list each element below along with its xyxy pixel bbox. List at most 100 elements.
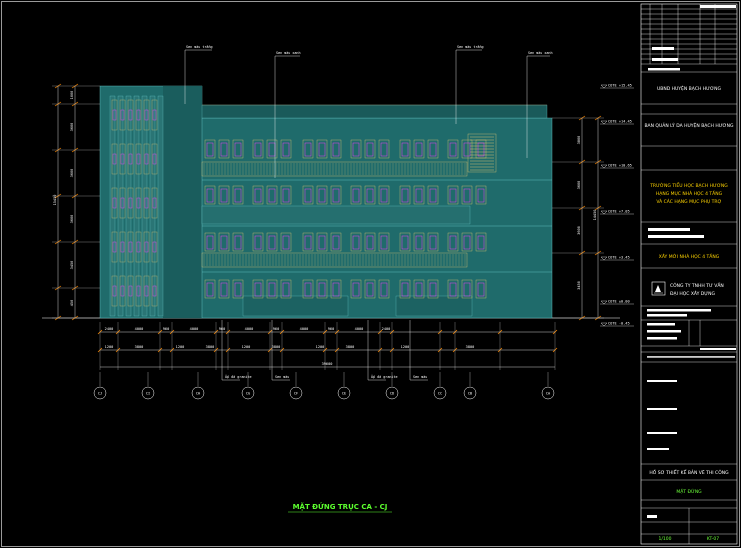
window-pane: [304, 188, 312, 203]
stair-window: [151, 99, 158, 131]
dim-top-value: 960: [328, 327, 335, 331]
callout-4: Sơn màu xanh: [528, 51, 553, 55]
stair-window-pane: [152, 241, 157, 253]
material-notes: [221, 320, 428, 381]
right-dim-value: 3600: [577, 226, 581, 235]
stair-window-pane: [112, 241, 117, 253]
window-frame: [461, 279, 473, 299]
entrance-canopy: [242, 295, 349, 317]
stair-window-pane: [136, 197, 141, 209]
fin: [149, 95, 156, 317]
dim-top-value: 2400: [105, 327, 114, 331]
callout-1: Sơn màu trắng: [186, 45, 213, 49]
window-pane: [206, 188, 214, 203]
window-pane: [429, 188, 437, 203]
axis-label: CG: [246, 392, 250, 396]
dim-top-value: 960: [273, 327, 280, 331]
window-frame: [475, 232, 487, 252]
window-pane: [268, 235, 276, 250]
window-frame: [447, 232, 459, 252]
tb-management-board: BAN QUẢN LÝ DA HUYỆN BẠCH HƯƠNG: [644, 121, 734, 129]
window-frame: [316, 139, 328, 159]
tb-project-line-2: HẠNG MỤC NHÀ HỌC 4 TẦNG: [656, 189, 723, 197]
window-frame: [330, 139, 342, 159]
stair-window: [151, 143, 158, 175]
window-pane: [463, 235, 471, 250]
window-frame: [330, 185, 342, 205]
window-pane: [477, 142, 485, 157]
window-frame: [447, 185, 459, 205]
window-pane: [380, 282, 388, 297]
window-frame: [378, 185, 390, 205]
window-frame: [461, 185, 473, 205]
window-frame: [330, 232, 342, 252]
window-frame: [364, 232, 376, 252]
stair-window-pane: [120, 241, 125, 253]
window-frame: [364, 279, 376, 299]
stair-window-pane: [128, 241, 133, 253]
window-frame: [461, 139, 473, 159]
level-label: COTE +7.05: [608, 210, 630, 214]
window-pane: [220, 282, 228, 297]
window-pane: [234, 282, 242, 297]
tb-consultant-line-1: CÔNG TY TNHH TƯ VẤN: [670, 281, 724, 289]
entrance-canopy-2: [395, 295, 473, 317]
tb-project-line-1: TRƯỜNG TIỂU HỌC BẠCH HƯƠNG: [649, 181, 728, 189]
stair-window-pane: [144, 197, 149, 209]
stair-window: [135, 275, 142, 307]
dimension-total: 39600: [322, 362, 333, 366]
window-frame: [218, 232, 230, 252]
window-pane: [449, 188, 457, 203]
window-pane: [332, 282, 340, 297]
window-pane: [234, 142, 242, 157]
axis-bubble: [385, 386, 399, 400]
left-dim-value: 3600: [70, 169, 74, 178]
stair-window-pane: [144, 109, 149, 121]
stair-window: [135, 99, 142, 131]
dim-top-value: 4000: [190, 327, 199, 331]
revision-grid: [641, 4, 737, 65]
window-frame: [330, 279, 342, 299]
stair-window: [119, 231, 126, 263]
fin: [133, 95, 140, 317]
tb-sheet-title: MẶT ĐỨNG: [676, 488, 702, 495]
stair-window: [135, 187, 142, 219]
axis-label: CF: [294, 392, 298, 396]
elevation-drawing: [42, 85, 620, 319]
roof-band: [201, 104, 548, 119]
window-frame: [427, 232, 439, 252]
window-frame: [475, 185, 487, 205]
stair-window: [143, 99, 150, 131]
window-pane: [332, 142, 340, 157]
window-pane: [304, 235, 312, 250]
window-frame: [350, 279, 362, 299]
window-frame: [266, 279, 278, 299]
dim-top-value: 4000: [300, 327, 309, 331]
dim-mid-value: 1200: [176, 345, 185, 349]
stair-window-pane: [112, 109, 117, 121]
window-pane: [254, 282, 262, 297]
floor-bands: [201, 161, 552, 273]
stair-window: [151, 187, 158, 219]
window-frame: [413, 185, 425, 205]
tb-scale: 1/100: [659, 536, 672, 542]
window-frame: [350, 185, 362, 205]
stair-window: [127, 99, 134, 131]
tb-sheet-number: KT-07: [707, 536, 719, 542]
windows: [204, 139, 487, 299]
window-frame: [475, 279, 487, 299]
axis-bubble: [191, 386, 205, 400]
right-dim-value: 3450: [577, 281, 581, 290]
window-frame: [427, 279, 439, 299]
stair-window: [111, 99, 118, 131]
window-frame: [475, 139, 487, 159]
window-pane: [463, 282, 471, 297]
window-frame: [252, 139, 264, 159]
window-frame: [413, 279, 425, 299]
stair-window-pane: [144, 285, 149, 297]
stair-window-pane: [152, 109, 157, 121]
stair-window-pane: [128, 285, 133, 297]
